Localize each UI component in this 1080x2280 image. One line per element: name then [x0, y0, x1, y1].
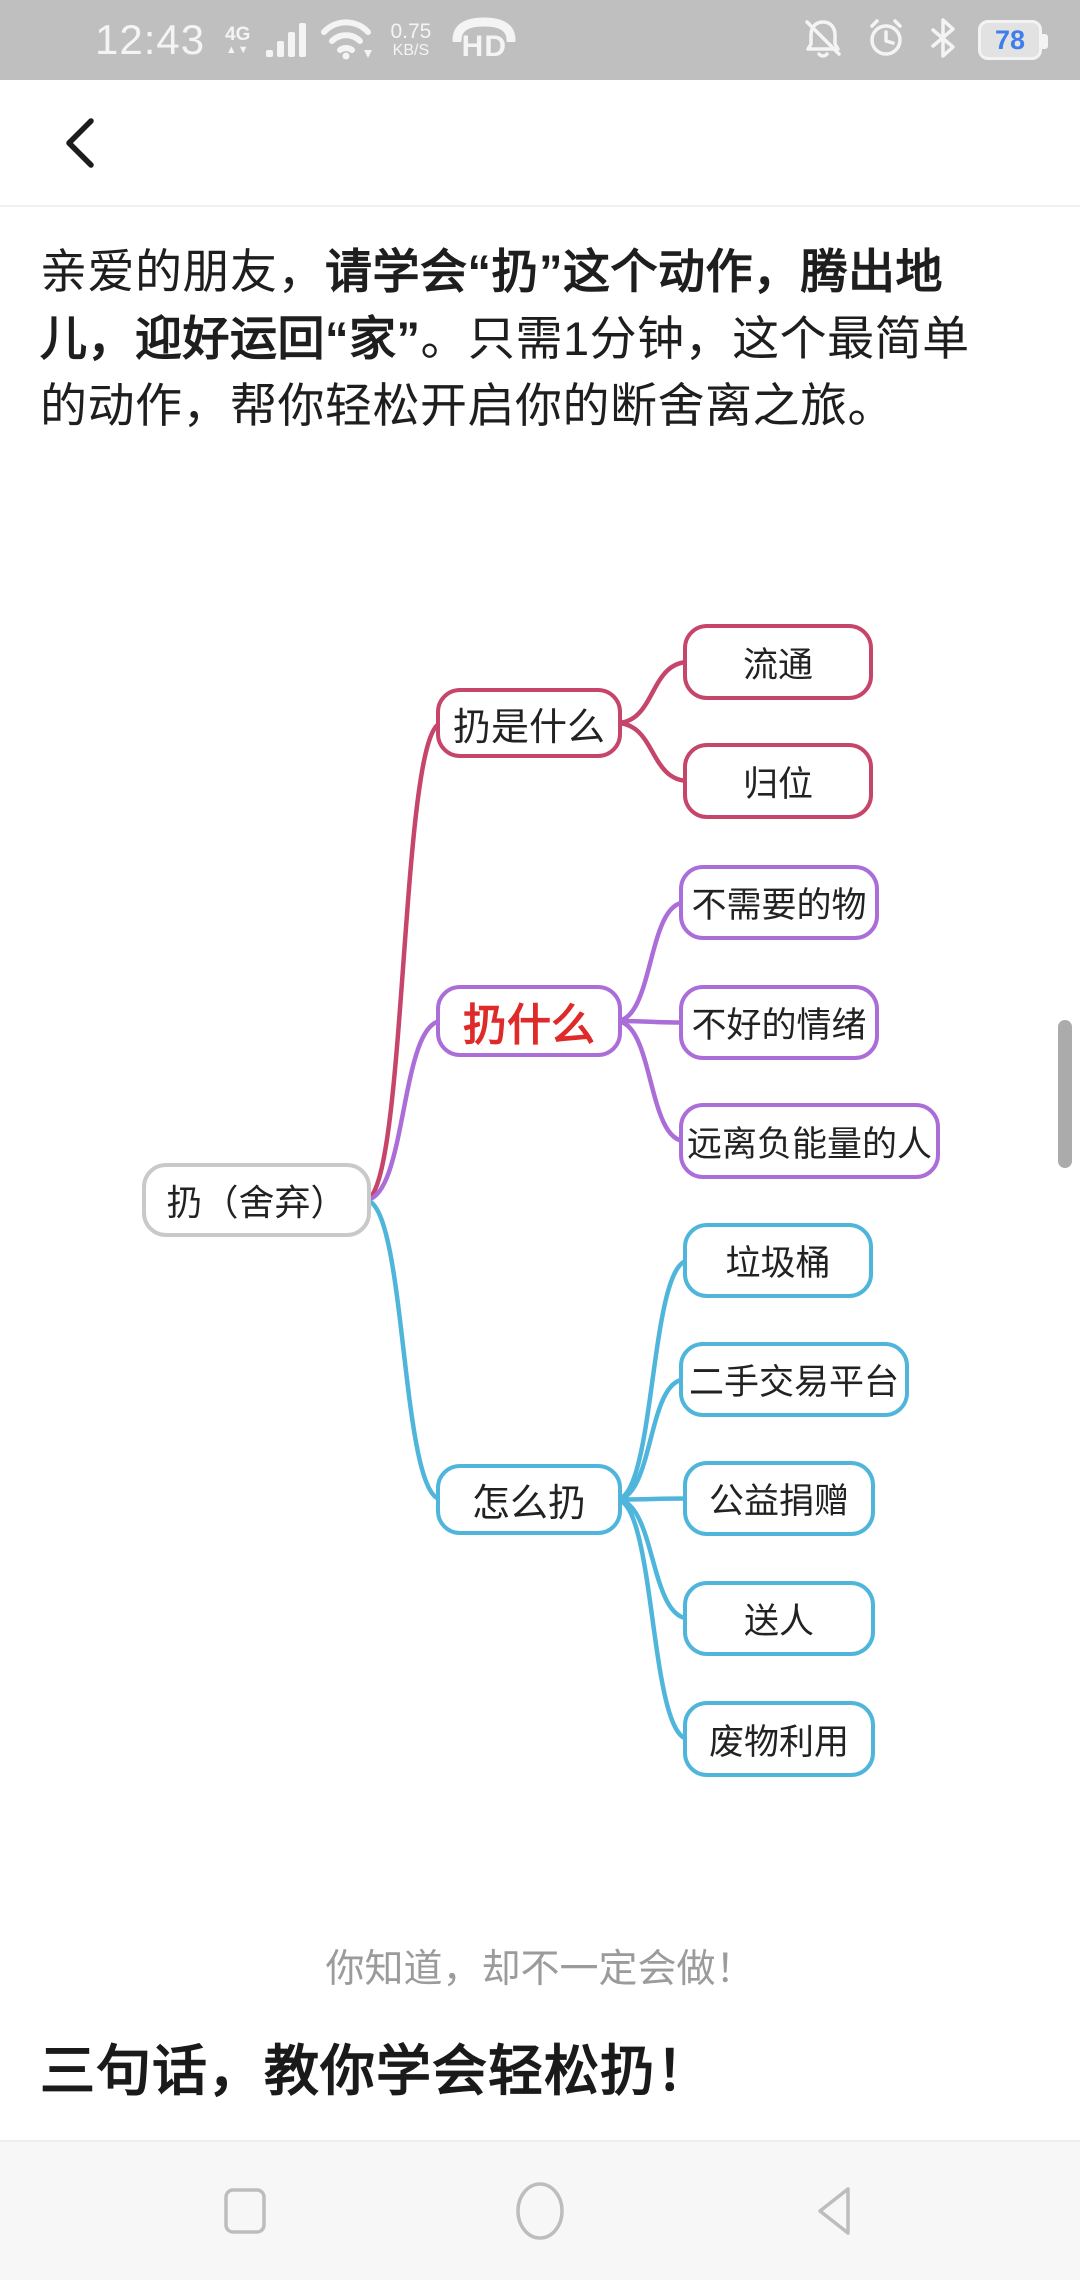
mute-bell-icon	[802, 16, 844, 65]
clock-time: 12:43	[95, 16, 206, 63]
mindmap-edge	[613, 1018, 688, 1144]
article-text: 亲爱的朋友，请学会“扔”这个动作，腾出地儿，迎好运回“家”。只需1分钟，这个最简…	[40, 238, 1045, 439]
mindmap-edge	[613, 1018, 688, 1025]
app-header	[0, 80, 1080, 207]
article-line: 的动作，帮你轻松开启你的断舍离之旅。	[40, 379, 895, 432]
chevron-left-icon	[66, 118, 94, 168]
alarm-clock-icon	[864, 16, 908, 65]
mindmap-edge	[613, 659, 692, 726]
mindmap-node-liutong: 流通	[683, 624, 873, 700]
scrollbar-thumb[interactable]	[1058, 1020, 1072, 1168]
mindmap-node-lajitong: 垃圾桶	[683, 1223, 873, 1298]
mindmap-edge	[613, 1377, 688, 1502]
mindmap-node-ershou: 二手交易平台	[679, 1342, 909, 1417]
status-bar: 12:43 4G ▲▼ 0.75 KB/S	[0, 0, 1080, 80]
recents-button[interactable]	[200, 2166, 290, 2256]
image-caption: 你知道，却不一定会做！	[325, 1948, 755, 1991]
mindmap-node-songren: 送人	[683, 1581, 875, 1656]
mindmap-node-yuanli: 远离负能量的人	[679, 1103, 940, 1179]
mindmap-edge	[362, 1197, 445, 1502]
mindmap-edge	[613, 1496, 692, 1502]
recents-square-icon	[224, 2188, 266, 2234]
battery-percent: 78	[994, 24, 1026, 55]
mindmap-node-what: 扔是什么	[436, 688, 622, 758]
status-bar-left: 12:43 4G ▲▼ 0.75 KB/S	[0, 16, 517, 65]
mindmap-edge	[613, 1497, 692, 1621]
section-heading: 三句话，教你学会轻松扔！	[40, 2040, 713, 2102]
home-circle-icon	[516, 2182, 564, 2240]
mindmap-node-guiwei: 归位	[683, 743, 873, 819]
battery-indicator: 78	[978, 20, 1048, 60]
mindmap-node-gongyi: 公益捐赠	[683, 1461, 875, 1536]
mindmap-node-how: 怎么扔	[436, 1464, 622, 1535]
home-button[interactable]	[495, 2166, 585, 2256]
signal-strength-icon	[266, 23, 307, 57]
back-triangle-icon	[818, 2187, 850, 2235]
wifi-icon	[320, 16, 373, 65]
network-speed: 0.75 KB/S	[390, 19, 432, 59]
volte-hd-icon: HD	[451, 16, 517, 64]
mindmap-edge	[613, 1497, 692, 1742]
mindmap-edge	[613, 720, 692, 784]
mindmap-node-buxuyao: 不需要的物	[679, 865, 879, 940]
mindmap-edge	[362, 1018, 445, 1203]
back-button[interactable]	[46, 108, 116, 178]
mindmap-edge	[613, 900, 688, 1024]
mindmap-node-buhao: 不好的情绪	[679, 985, 879, 1060]
android-nav-bar	[0, 2140, 1080, 2280]
article-line: 亲爱的朋友，请学会“扔”这个动作，腾出地	[40, 245, 943, 298]
bluetooth-icon	[928, 16, 958, 65]
article-line: 儿，迎好运回“家”。只需1分钟，这个最简单	[40, 312, 970, 365]
network-type: 4G ▲▼	[225, 23, 251, 56]
status-bar-right: 78	[802, 16, 1080, 65]
data-arrows-icon: ▲▼	[225, 43, 250, 56]
back-nav-button[interactable]	[790, 2166, 880, 2256]
mindmap-edge	[362, 720, 445, 1203]
mindmap-node-feiwu: 废物利用	[683, 1701, 875, 1777]
mindmap-node-root: 扔（舍弃）	[142, 1163, 371, 1237]
mindmap-node-which: 扔什么	[436, 985, 622, 1057]
